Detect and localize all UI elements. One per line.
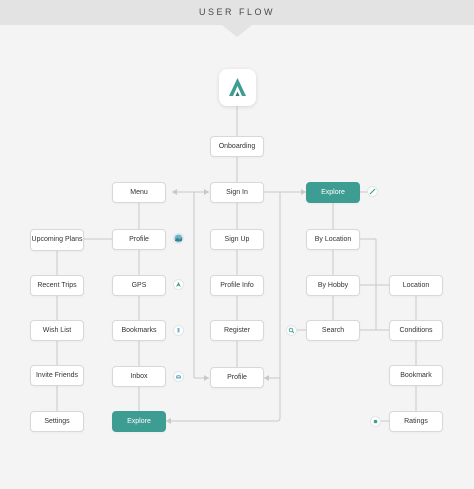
node-by-location[interactable]: By Location <box>306 229 360 250</box>
node-settings[interactable]: Settings <box>30 411 84 432</box>
gps-badge <box>173 279 184 290</box>
node-bookmark[interactable]: Bookmark <box>389 365 443 386</box>
node-explore-bottom[interactable]: Explore <box>112 411 166 432</box>
inbox-badge <box>173 371 184 382</box>
node-gps[interactable]: GPS <box>112 275 166 296</box>
pencil-icon <box>369 188 376 195</box>
arrowhead <box>264 375 269 381</box>
app-logo <box>219 69 256 106</box>
dot-icon <box>373 419 378 424</box>
node-sign-in[interactable]: Sign In <box>210 182 264 203</box>
node-profile-info[interactable]: Profile Info <box>210 275 264 296</box>
arrowhead <box>166 418 171 424</box>
bookmark-icon <box>177 328 180 333</box>
node-profile[interactable]: Profile <box>112 229 166 250</box>
node-ratings[interactable]: Ratings <box>389 411 443 432</box>
node-inbox[interactable]: Inbox <box>112 366 166 387</box>
bookmarks-badge <box>173 325 184 336</box>
photo-icon <box>174 234 183 243</box>
header-band <box>0 0 474 25</box>
search-badge <box>286 325 297 336</box>
arrowhead <box>204 189 209 195</box>
node-invite-friends[interactable]: Invite Friends <box>30 365 84 386</box>
connector-line <box>276 417 281 422</box>
node-menu[interactable]: Menu <box>112 182 166 203</box>
app-logo-icon <box>229 78 246 96</box>
node-conditions[interactable]: Conditions <box>389 320 443 341</box>
node-register[interactable]: Register <box>210 320 264 341</box>
node-wish-list[interactable]: Wish List <box>30 320 84 341</box>
node-bookmarks[interactable]: Bookmarks <box>112 320 166 341</box>
node-search[interactable]: Search <box>306 320 360 341</box>
arrowhead <box>301 189 306 195</box>
node-explore[interactable]: Explore <box>306 182 360 203</box>
arrowhead <box>204 375 209 381</box>
explore-badge <box>367 186 378 197</box>
profile-badge <box>173 233 184 244</box>
node-upcoming-plans[interactable]: Upcoming Plans <box>30 229 84 251</box>
node-profile-auth[interactable]: Profile <box>210 367 264 388</box>
node-recent-trips[interactable]: Recent Trips <box>30 275 84 296</box>
ratings-badge <box>370 416 381 427</box>
node-onboarding[interactable]: Onboarding <box>210 136 264 157</box>
page-title: USER FLOW <box>198 7 275 17</box>
node-location[interactable]: Location <box>389 275 443 296</box>
mail-icon <box>175 374 182 379</box>
header-notch <box>222 25 252 37</box>
node-by-hobby[interactable]: By Hobby <box>306 275 360 296</box>
search-icon <box>288 327 295 334</box>
arrowhead <box>172 189 177 195</box>
node-sign-up[interactable]: Sign Up <box>210 229 264 250</box>
arrow-icon <box>176 282 181 287</box>
